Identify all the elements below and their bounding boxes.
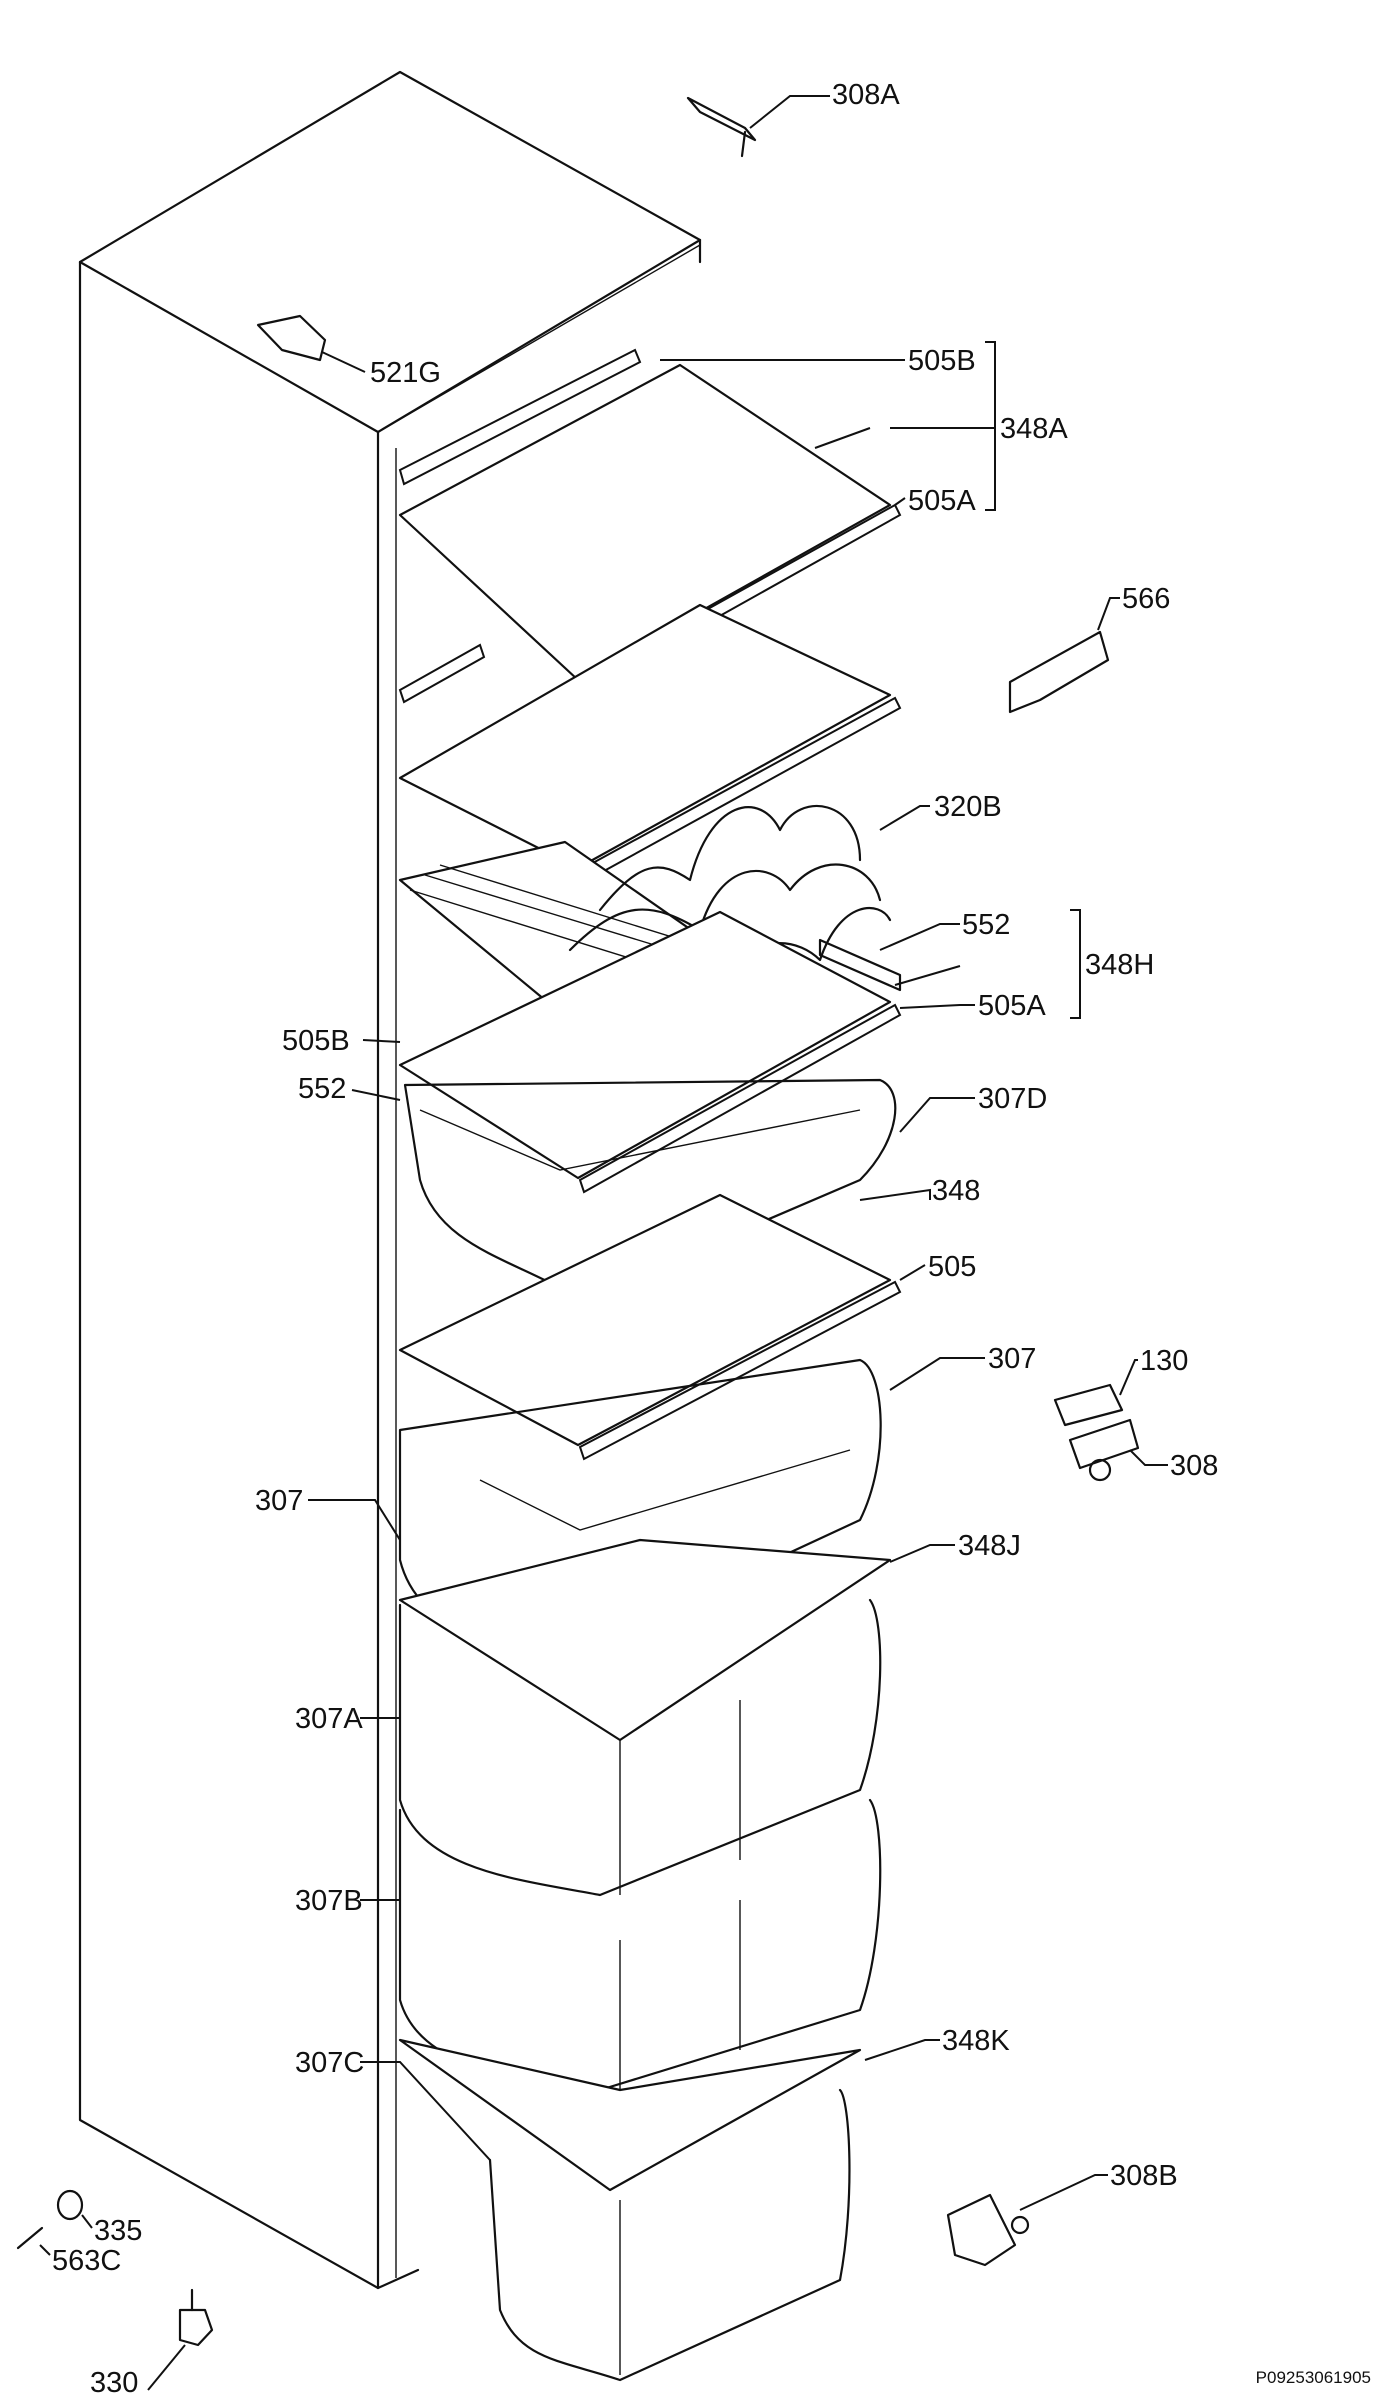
- label-348A: 348A: [1000, 413, 1068, 445]
- glass-shelf-348: [398, 1193, 902, 1461]
- label-521G: 521G: [370, 357, 441, 389]
- bracket-348H: [1070, 909, 1081, 1019]
- hinge-308B: [946, 2193, 1030, 2267]
- drawing-code: P09253061905: [1255, 2368, 1371, 2387]
- label-552-right: 552: [962, 909, 1010, 941]
- label-566: 566: [1122, 583, 1170, 615]
- label-505A-top: 505A: [908, 485, 976, 517]
- drawer-307B: [398, 1798, 882, 2092]
- leader-lines: [39, 95, 1168, 2391]
- label-307D: 307D: [978, 1083, 1047, 1115]
- glass-shelf-348H: [398, 910, 902, 1194]
- label-307B: 307B: [295, 1885, 363, 1917]
- pin-563C: [16, 2226, 44, 2250]
- label-308A: 308A: [832, 79, 900, 111]
- label-505: 505: [928, 1251, 976, 1283]
- cover-521G: [256, 314, 327, 362]
- bracket-348A: [985, 341, 996, 511]
- drawer-307C: [488, 2088, 851, 2382]
- drawer-307A: [398, 1598, 882, 1897]
- label-563C: 563C: [52, 2245, 121, 2277]
- label-307C: 307C: [295, 2047, 364, 2079]
- label-505A-mid: 505A: [978, 990, 1046, 1022]
- label-348H: 348H: [1085, 949, 1154, 981]
- hinge-130: [1053, 1383, 1140, 1482]
- adjustable-foot-330: [178, 2288, 214, 2347]
- label-348J: 348J: [958, 1530, 1021, 1562]
- hinge-cover-308A: [686, 96, 757, 158]
- label-348K: 348K: [942, 2025, 1010, 2057]
- label-505B-top: 505B: [908, 345, 976, 377]
- glass-shelf-348J: [398, 1538, 892, 1742]
- label-505B-left: 505B: [282, 1025, 350, 1057]
- label-320B: 320B: [934, 791, 1002, 823]
- label-308B: 308B: [1110, 2160, 1178, 2192]
- glass-shelf-348K: [398, 2038, 862, 2192]
- label-335: 335: [94, 2215, 142, 2247]
- label-348: 348: [932, 1175, 980, 1207]
- label-307-left: 307: [255, 1485, 303, 1517]
- label-307-right: 307: [988, 1343, 1036, 1375]
- label-307A: 307A: [295, 1703, 363, 1735]
- bracket-566: [1008, 630, 1110, 714]
- glass-shelf-2: [398, 603, 902, 884]
- refrigerator-cabinet: [78, 70, 702, 2290]
- label-308: 308: [1170, 1450, 1218, 1482]
- label-552-left: 552: [298, 1073, 346, 1105]
- label-330: 330: [90, 2367, 138, 2399]
- foot-335: [56, 2189, 84, 2221]
- label-130: 130: [1140, 1345, 1188, 1377]
